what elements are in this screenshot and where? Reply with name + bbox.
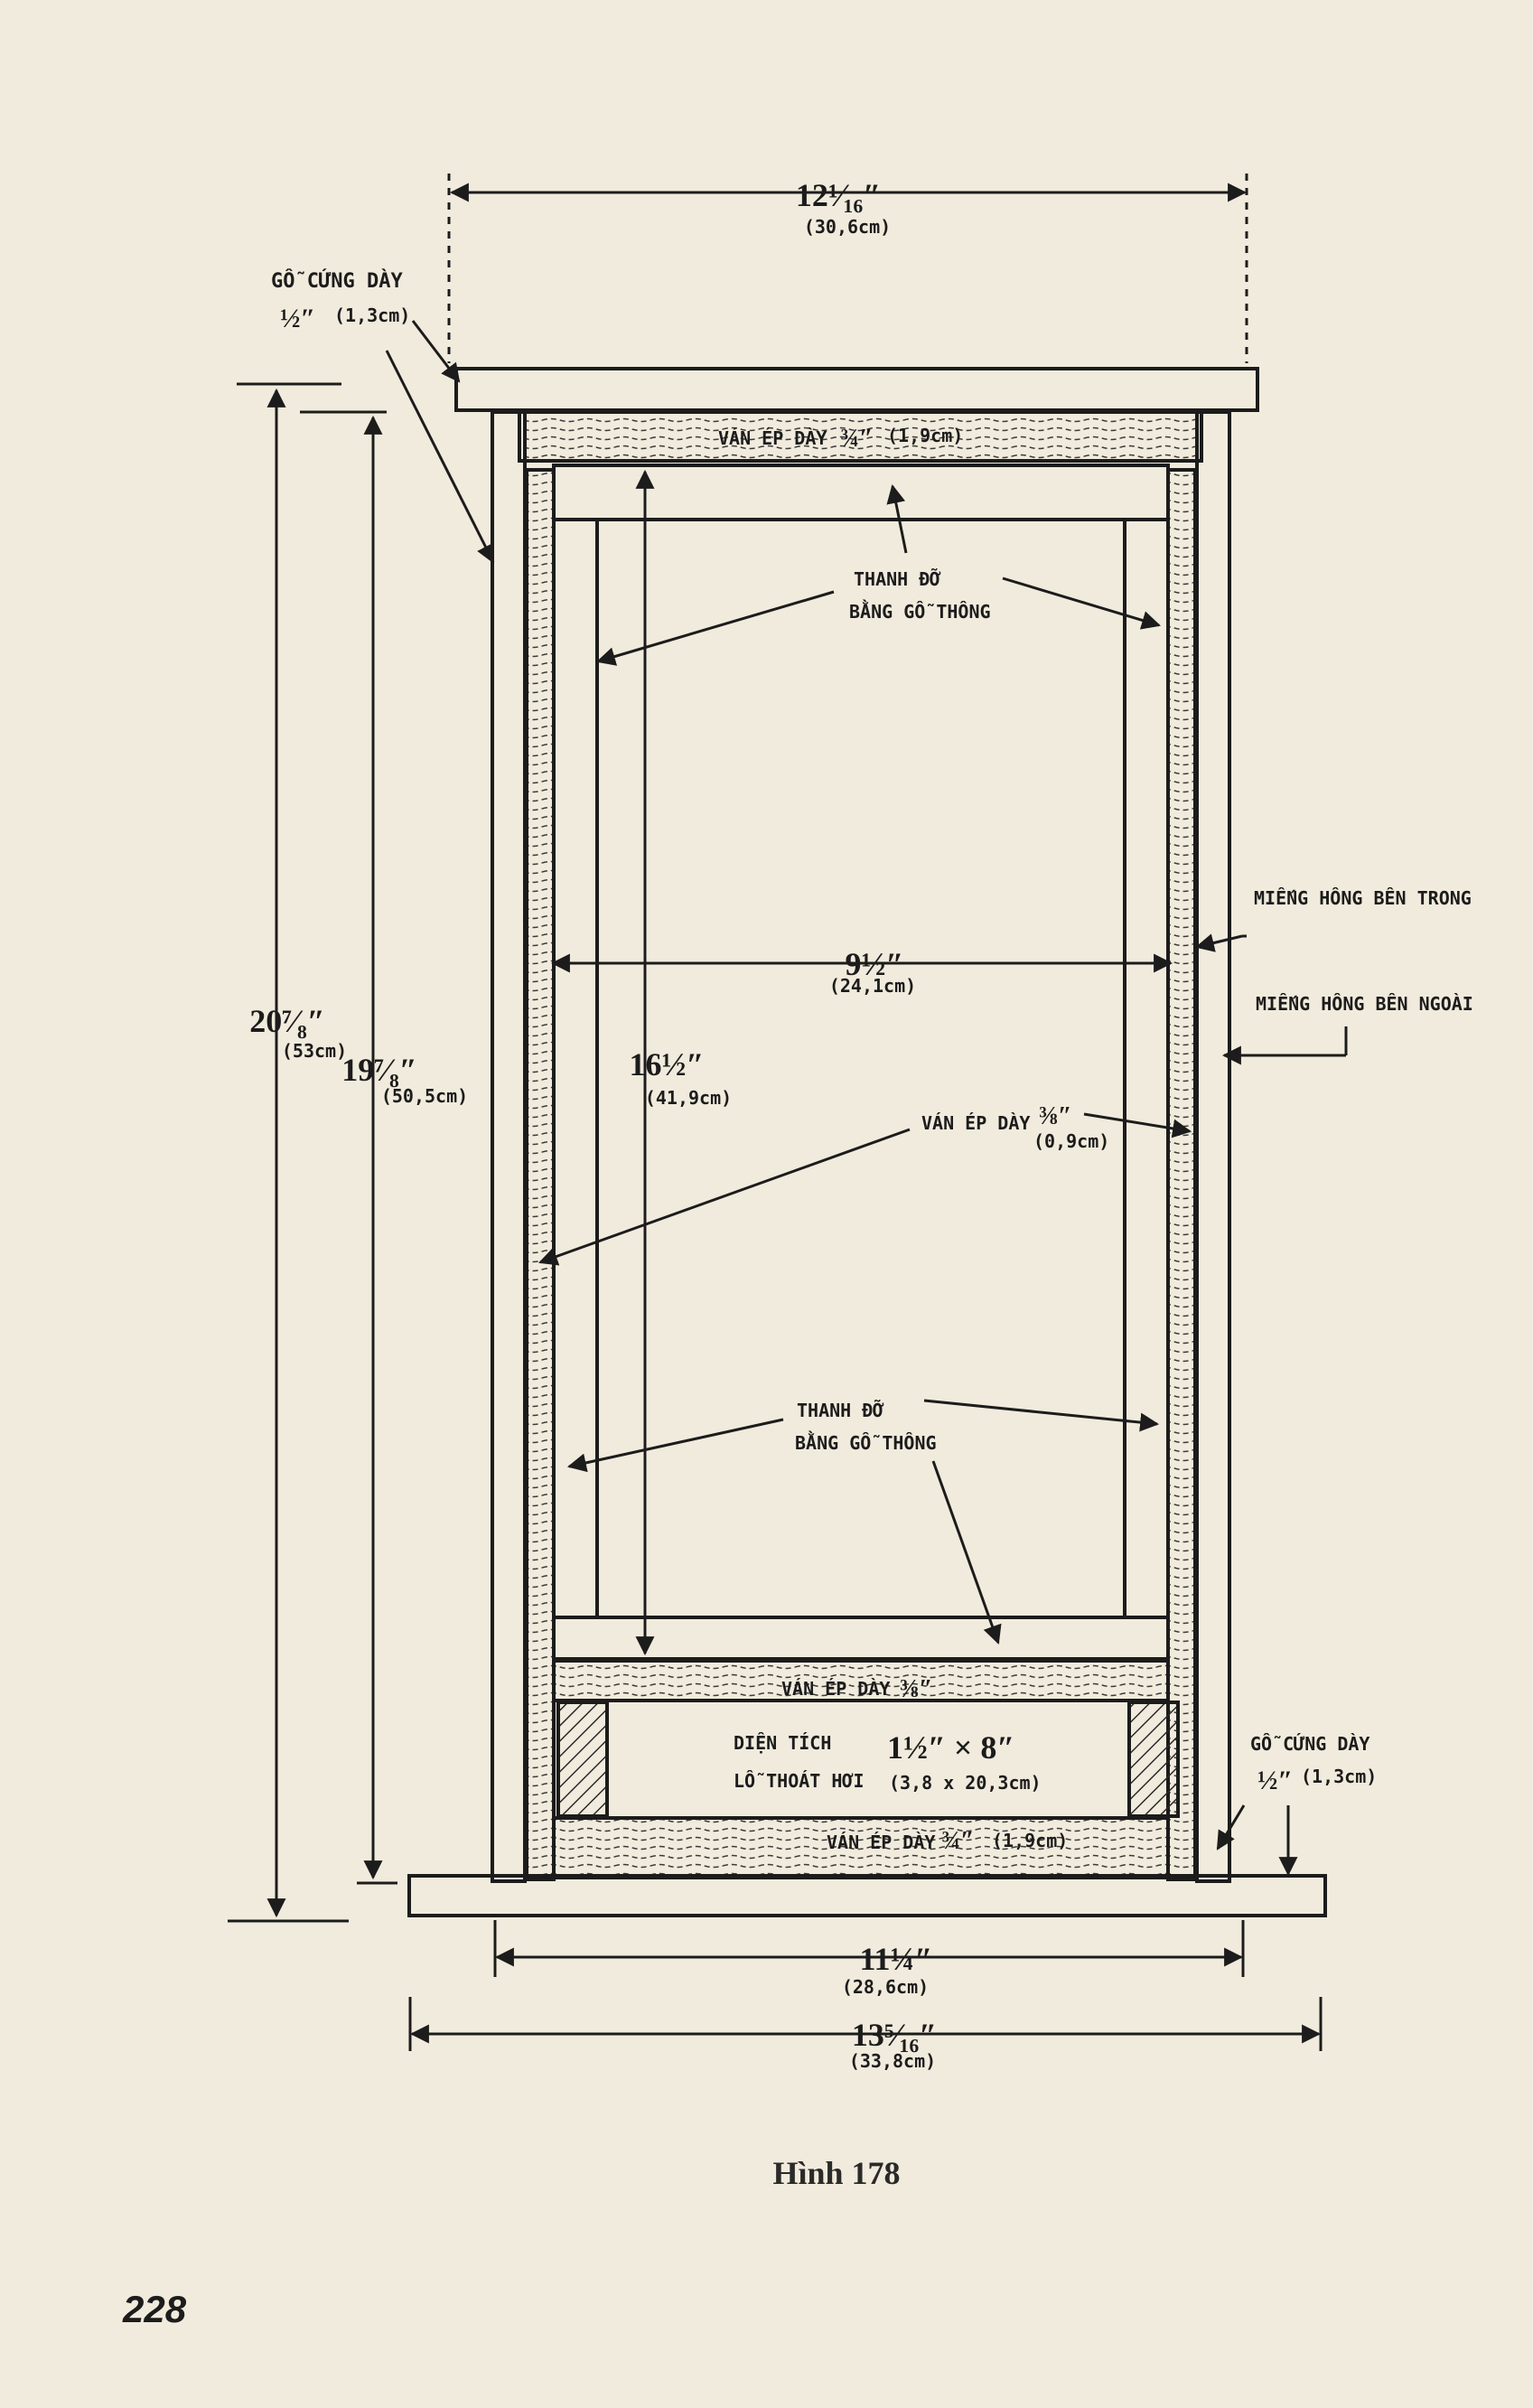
hardwood-bottom-value: ½″ [1257, 1766, 1293, 1795]
hardwood-top-value: ½″ [280, 304, 315, 333]
top-hardwood-board [454, 367, 1259, 412]
top-width-metric: (30,6cm) [804, 216, 891, 238]
outer-height-metric: (53cm) [282, 1040, 347, 1062]
dimension-lines [228, 173, 1323, 2051]
vent-area-value: 1½″ × 8″ [887, 1729, 1014, 1766]
plywood-bottom-metric: (1,9cm) [992, 1830, 1068, 1851]
plywood-bottom-value: ¾″ [941, 1827, 974, 1855]
hardwood-top-label: GỖ CỨNG DÀY [271, 269, 403, 293]
base-outer-width-metric: (33,8cm) [849, 2050, 936, 2072]
top-plywood-panel [518, 410, 1203, 463]
pine-support-top-line2: BẰNG GỖ THÔNG [849, 600, 991, 623]
top-width-value: 12¹⁄₁₆″ [796, 177, 881, 213]
plywood-top-value: ¾″ [840, 425, 873, 453]
right-outer-side-panel [1195, 410, 1231, 1883]
bottom-plywood-panel [552, 1816, 1170, 1879]
plywood-side-value: ⅜″ [1039, 1102, 1071, 1130]
pine-support-bottom-line1: THANH ĐỠ [797, 1400, 883, 1421]
base-hardwood-board [407, 1874, 1327, 1917]
hardwood-bottom-metric: (1,3cm) [1301, 1766, 1377, 1787]
outer-side-label: MIẾNG HÔNG BÊN NGOÀI [1256, 993, 1473, 1015]
leader-arrows [385, 320, 1348, 1877]
plywood-side-label: VÁN ÉP DÀY [921, 1112, 1030, 1134]
figure-caption: Hình 178 [772, 2155, 900, 2191]
plywood-mid-value: ⅜″ [900, 1675, 932, 1703]
vent-left-block [556, 1701, 609, 1818]
base-inner-width-metric: (28,6cm) [842, 1976, 929, 1998]
plywood-bottom-label: VÁN ÉP DÀY [827, 1832, 935, 1853]
left-inner-side-panel [525, 468, 556, 1881]
vent-area-line2: LỖ THOÁT HƠI [734, 1770, 865, 1792]
left-pine-strip [552, 518, 599, 1619]
vent-area-line1: DIỆN TÍCH [734, 1732, 831, 1754]
plywood-top-metric: (1,9cm) [887, 425, 963, 446]
right-inner-side-panel [1166, 468, 1197, 1881]
cavity-height-value: 16½″ [630, 1046, 705, 1082]
inner-height-value: 19⁷⁄₈″ [341, 1052, 416, 1088]
outer-height-value: 20⁷⁄₈″ [249, 1003, 324, 1039]
inner-height-metric: (50,5cm) [381, 1085, 468, 1107]
page-number: 228 [122, 2288, 187, 2330]
cavity-height-metric: (41,9cm) [645, 1087, 732, 1109]
hardwood-top-metric: (1,3cm) [334, 305, 410, 326]
cabinet-structure [407, 367, 1327, 1917]
base-outer-width-value: 13⁵⁄₁₆″ [852, 2017, 937, 2053]
vent-area-metric: (3,8 x 20,3cm) [889, 1772, 1042, 1794]
inner-width-value: 9½″ [846, 946, 904, 982]
pine-support-bottom-line2: BẰNG GỖ THÔNG [795, 1431, 937, 1454]
inner-width-metric: (24,1cm) [829, 975, 916, 997]
right-pine-strip [1123, 518, 1170, 1619]
inner-side-label: MIẾNG HÔNG BÊN TRONG [1254, 887, 1472, 909]
hardwood-bottom-label: GỖ CỨNG DÀY [1250, 1733, 1369, 1755]
pine-support-top-line1: THANH ĐỠ [854, 568, 940, 590]
plywood-side-metric: (0,9cm) [1033, 1130, 1109, 1152]
left-outer-side-panel [491, 410, 527, 1883]
plywood-mid-label: VÁN ÉP DÀY [781, 1678, 890, 1700]
vent-right-block [1127, 1701, 1180, 1818]
base-inner-width-value: 11¼″ [860, 1941, 933, 1977]
plywood-top-label: VÁN ÉP DÀY [718, 427, 827, 449]
mid-plywood-panel [552, 1659, 1170, 1702]
upper-pine-support [552, 464, 1170, 521]
